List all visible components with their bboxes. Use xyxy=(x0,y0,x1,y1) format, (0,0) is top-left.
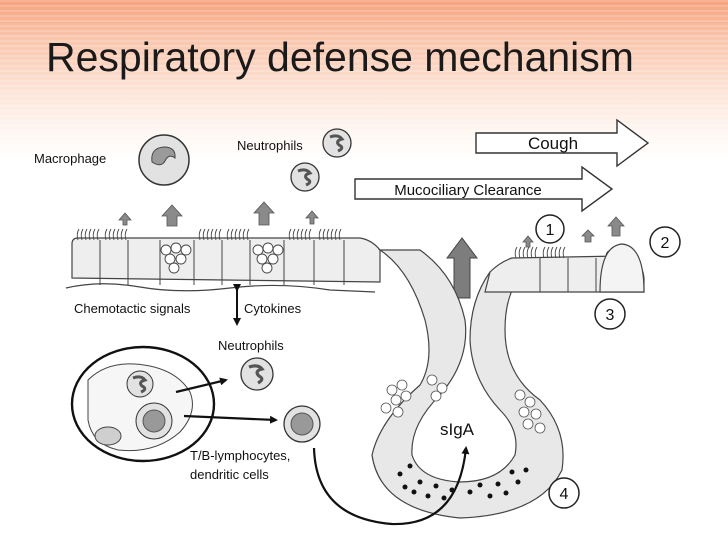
gland-invagination xyxy=(371,249,564,519)
macrophage-label: Macrophage xyxy=(34,151,106,166)
mucociliary-arrow xyxy=(354,165,614,213)
mucociliary-label: Mucociliary Clearance xyxy=(394,182,542,199)
neutrophils-mid-label: Neutrophils xyxy=(218,338,284,353)
lymphocyte-label-2: dendritic cells xyxy=(190,467,269,482)
large-up-arrow xyxy=(446,237,478,299)
slide-title: Respiratory defense mechanism xyxy=(46,34,634,80)
svg-text:4: 4 xyxy=(560,486,569,503)
title-band xyxy=(0,0,728,150)
siga-label: sIgA xyxy=(440,420,475,439)
siga-path-arrow xyxy=(312,446,470,526)
cough-label: Cough xyxy=(528,134,578,153)
lymphocyte-label-1: T/B-lymphocytes, xyxy=(190,448,290,463)
marker-2: 2 xyxy=(649,226,681,258)
chemotactic-label: Chemotactic signals xyxy=(74,301,191,316)
lymphocyte-cell xyxy=(283,405,321,443)
cytokines-label: Cytokines xyxy=(244,301,302,316)
marker-1: 1 xyxy=(535,214,565,244)
epithelium-right xyxy=(484,243,645,293)
cough-arrow xyxy=(475,118,650,168)
svg-text:1: 1 xyxy=(546,222,555,239)
neutrophil-cell-top xyxy=(290,128,352,192)
neutrophils-top-label: Neutrophils xyxy=(237,138,303,153)
macrophage-cell xyxy=(138,134,190,186)
epithelium-left xyxy=(65,228,381,293)
svg-text:2: 2 xyxy=(661,235,670,252)
neutrophil-cell-mid xyxy=(240,357,274,391)
vessel-ellipse xyxy=(70,345,216,463)
neutrophil-migration-arrow xyxy=(175,377,228,394)
lymphocyte-migration-arrow xyxy=(183,414,278,424)
marker-3: 3 xyxy=(594,298,626,330)
secretion-arrows xyxy=(118,201,625,248)
svg-text:3: 3 xyxy=(606,307,615,324)
marker-4: 4 xyxy=(548,477,580,509)
